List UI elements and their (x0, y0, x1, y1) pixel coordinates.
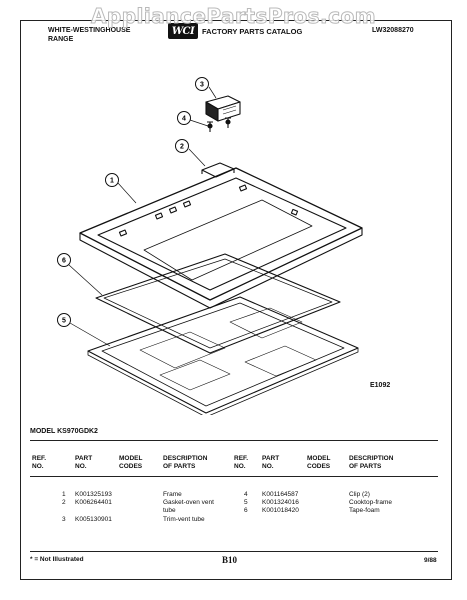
catalog-header: WCI FACTORY PARTS CATALOG (168, 23, 302, 39)
part-frame (79, 167, 363, 309)
not-illustrated-note: * = Not Illustrated (30, 556, 84, 563)
callout-2-label: 2 (180, 144, 184, 151)
callout-6: 6 (57, 253, 71, 267)
part-description: tube (163, 507, 176, 514)
part-trim-vent-tube (205, 95, 241, 122)
part-no: K006264401 (75, 499, 112, 506)
callout-3-label: 3 (200, 82, 204, 89)
catalog-title: FACTORY PARTS CATALOG (202, 26, 303, 36)
part-no: K001164587 (262, 491, 299, 498)
brand-header: WHITE-WESTINGHOUSE RANGE (48, 26, 130, 44)
table-bottom-rule (30, 551, 438, 552)
parts-diagram: 3 4 2 1 6 5 (57, 77, 363, 415)
part-description: Trim-vent tube (163, 516, 205, 523)
wci-logo: WCI (168, 23, 198, 39)
col-header-ref: REF.NO. (32, 455, 47, 470)
part-description: Clip (2) (349, 491, 370, 498)
callout-3: 3 (195, 77, 209, 91)
part-no: K005130901 (75, 516, 112, 523)
part-no: K001325193 (75, 491, 112, 498)
callout-2: 2 (175, 139, 189, 153)
callout-1: 1 (105, 173, 119, 187)
model-line: MODEL KS970GDK2 (30, 428, 98, 435)
callout-4: 4 (177, 111, 191, 125)
product-type: RANGE (48, 36, 74, 43)
col-header-ref-right: REF.NO. (234, 455, 249, 470)
ref-no: 3 (62, 516, 66, 523)
document-number: LW32088270 (372, 27, 414, 34)
part-description: Tape-foam (349, 507, 380, 514)
page-number: B10 (222, 555, 238, 565)
part-cooktop-frame (87, 296, 359, 415)
callout-5-label: 5 (62, 318, 66, 325)
brand-name: WHITE-WESTINGHOUSE (48, 27, 131, 34)
part-gasket-vent-tube (201, 162, 235, 178)
ref-no: 2 (62, 499, 66, 506)
ref-no: 6 (244, 507, 248, 514)
callout-6-label: 6 (62, 258, 66, 265)
callout-5: 5 (57, 313, 71, 327)
callout-4-label: 4 (182, 116, 186, 123)
part-no: K001018420 (262, 507, 299, 514)
part-description: Frame (163, 491, 182, 498)
table-top-rule (30, 440, 438, 441)
watermark: AppliancePartsPros.com (90, 4, 377, 29)
ref-no: 5 (244, 499, 248, 506)
part-description: Gasket-oven vent (163, 499, 214, 506)
diagram-code: E1092 (370, 382, 391, 389)
part-description: Cooktop-frame (349, 499, 392, 506)
ref-no: 1 (62, 491, 66, 498)
leader-lines (68, 86, 217, 347)
callout-1-label: 1 (110, 178, 114, 185)
ref-no: 4 (244, 491, 248, 498)
revision-date: 9/88 (424, 557, 437, 564)
part-foam-tape (95, 253, 341, 354)
part-no: K001324016 (262, 499, 299, 506)
table-header-rule (30, 476, 438, 477)
